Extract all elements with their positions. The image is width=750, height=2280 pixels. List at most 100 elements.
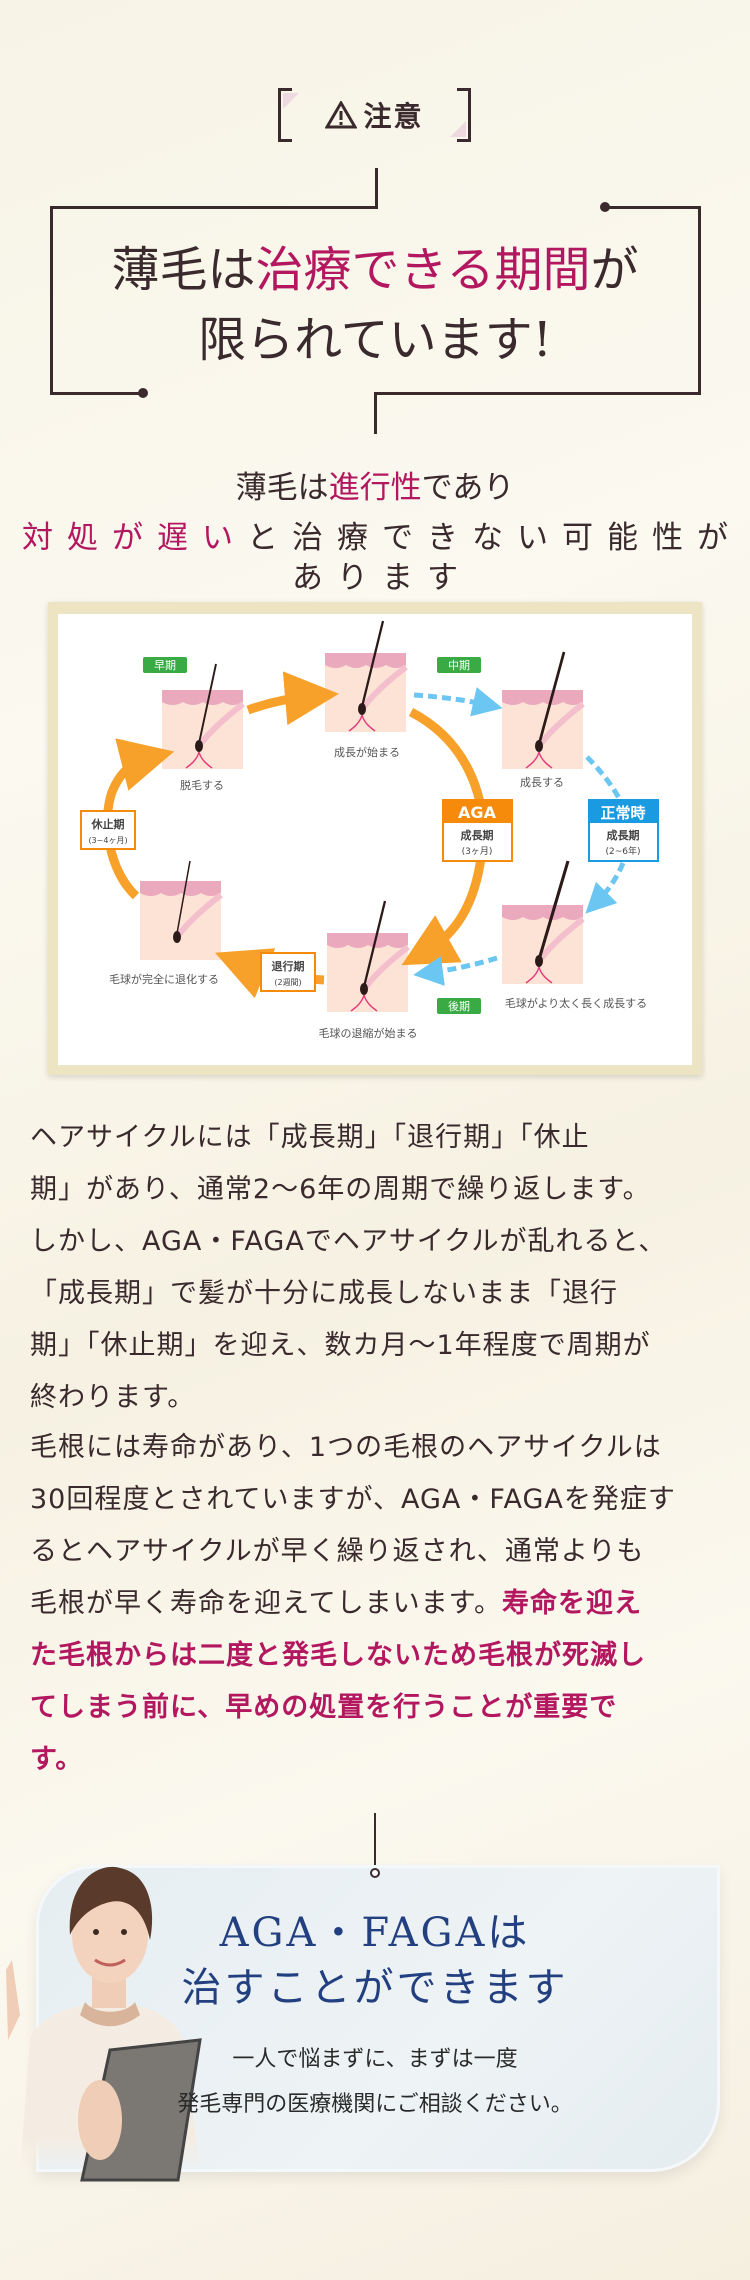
svg-text:成長期: 成長期: [461, 828, 494, 842]
emphasis-text: てしまう前に、早めの処置を行うことが重要で: [30, 1692, 618, 1723]
text-segment: ヘアサイクルには「成長期」「退行期」「休止: [30, 1122, 590, 1153]
svg-text:後期: 後期: [448, 999, 470, 1013]
connector-dot: [370, 1868, 380, 1878]
cta-sub-line2: 発毛専門の医療機関にご相談ください。: [177, 2092, 573, 2117]
text-segment: 期」「休止期」を迎え、数カ月〜1年程度で周期が: [30, 1330, 651, 1361]
badge-late: 後期: [437, 998, 481, 1014]
text-segment: 「成長期」で髪が十分に成長しないまま「退行: [30, 1278, 618, 1309]
arrow-thicker-to-shrink: [413, 955, 498, 986]
paragraph-hair-lifespan: 毛根には寿命があり、1つの毛根のヘアサイクルは 30回程度とされていますが、AGA…: [30, 1422, 730, 1786]
text-segment: 期」があり、通常2〜6年の周期で繰り返します。: [30, 1174, 651, 1205]
text-line: す。: [30, 1734, 730, 1786]
frame-line: [50, 206, 378, 209]
skin-cross-section: [140, 860, 223, 960]
badge-middle: 中期: [437, 657, 481, 673]
step-label: 毛球がより太く長く成長する: [505, 996, 647, 1010]
text-segment: しかし、AGA・FAGAでヘアサイクルが乱れると、: [30, 1226, 667, 1257]
connector-line: [375, 168, 378, 208]
skin-cross-section: [502, 651, 585, 769]
skin-cross-section: [325, 620, 408, 732]
cta-sub-line1: 一人で悩まずに、まずは一度: [232, 2047, 518, 2072]
skin-cross-section: [502, 860, 585, 984]
text-segment: 毛根が早く寿命を迎えてしまいます。: [30, 1588, 502, 1619]
bracket-accent: [450, 121, 466, 137]
svg-text:正常時: 正常時: [600, 804, 645, 822]
svg-text:(3~4ヶ月): (3~4ヶ月): [88, 836, 127, 845]
svg-text:AGA: AGA: [458, 803, 497, 822]
notice-text: 注意: [363, 100, 424, 133]
emphasis-text: た毛根からは二度と発毛しないため毛根が死滅し: [30, 1640, 646, 1671]
svg-text:退行期: 退行期: [272, 959, 305, 973]
text-segment: 薄毛は: [111, 242, 256, 298]
arrow-normal-down2: [585, 862, 626, 914]
svg-text:早期: 早期: [154, 659, 176, 672]
arrow-normal-down1: [585, 755, 623, 802]
telogen-box: 休止期 (3~4ヶ月): [80, 810, 136, 850]
text-segment: るとヘアサイクルが早く繰り返され、通常よりも: [30, 1536, 645, 1567]
text-segment: が: [590, 242, 639, 298]
text-line: た毛根からは二度と発毛しないため毛根が死滅し: [30, 1630, 730, 1682]
headline-line1: 薄毛は治療できる期間が: [50, 240, 700, 300]
svg-text:成長期: 成長期: [607, 828, 640, 842]
text-line: てしまう前に、早めの処置を行うことが重要で: [30, 1682, 730, 1734]
text-line: 終わります。: [30, 1372, 730, 1424]
normal-phase-box: 正常時 成長期 (2~6年): [588, 799, 659, 862]
text-line: 毛根には寿命があり、1つの毛根のヘアサイクルは: [30, 1422, 730, 1474]
cta-title-line1: AGA・FAGAは: [219, 1910, 531, 1956]
aga-phase-box: AGA 成長期 (3ヶ月): [442, 799, 513, 862]
svg-text:(3ヶ月): (3ヶ月): [462, 846, 493, 857]
emphasis-text: 寿命を迎え: [501, 1588, 642, 1619]
text-line: 30回程度とされていますが、AGA・FAGAを発症す: [30, 1474, 730, 1526]
subheadline-line1: 薄毛は進行性であり: [0, 468, 750, 508]
warning-icon: [325, 101, 358, 129]
text-line: 期」があり、通常2〜6年の周期で繰り返します。: [30, 1164, 730, 1216]
frame-line: [50, 392, 145, 395]
step-label: 脱毛する: [180, 778, 224, 792]
text-segment: と治療できない可能性があります: [247, 520, 742, 596]
hair-cycle-diagram: 早期 中期 後期 脱毛する 成長が始まる 成長する 毛球がより太く長く成長する …: [80, 620, 659, 1040]
text-line: 毛根が早く寿命を迎えてしまいます。寿命を迎え: [30, 1578, 730, 1630]
frame-line: [50, 206, 53, 395]
step-label: 成長が始まる: [334, 745, 400, 759]
bracket-left: [278, 88, 292, 142]
svg-text:休止期: 休止期: [91, 817, 125, 831]
emphasis-text: 対処が遅い: [22, 520, 247, 556]
text-segment: 30回程度とされていますが、AGA・FAGAを発症す: [30, 1484, 676, 1515]
text-segment: であり: [421, 470, 515, 506]
paragraph-hair-cycle: ヘアサイクルには「成長期」「退行期」「休止期」があり、通常2〜6年の周期で繰り返…: [30, 1112, 730, 1424]
text-segment: 終わります。: [30, 1382, 196, 1413]
frame-dot: [138, 388, 148, 398]
bracket-accent: [283, 93, 299, 109]
frame-line: [698, 206, 701, 395]
connector-line: [374, 1813, 376, 1865]
notice-label: 注意: [278, 88, 471, 142]
svg-text:(2週間): (2週間): [274, 978, 301, 987]
frame-dot: [600, 202, 610, 212]
doctor-photo: [6, 1866, 202, 2182]
frame-line: [605, 206, 701, 209]
emphasis-text: 進行性: [328, 470, 422, 506]
text-line: 期」「休止期」を迎え、数カ月〜1年程度で周期が: [30, 1320, 730, 1372]
svg-text:中期: 中期: [448, 659, 470, 672]
arrow-telogen-to-shedding: [103, 738, 175, 900]
text-line: ヘアサイクルには「成長期」「退行期」「休止: [30, 1112, 730, 1164]
frame-line: [374, 392, 701, 395]
arrow-growth-to-growing: [413, 687, 503, 717]
svg-text:(2~6年): (2~6年): [605, 845, 640, 857]
emphasis-text: す。: [30, 1744, 84, 1775]
step-label: 毛球が完全に退化する: [109, 972, 219, 986]
text-line: 「成長期」で髪が十分に成長しないまま「退行: [30, 1268, 730, 1320]
connector-line: [374, 392, 377, 434]
text-line: るとヘアサイクルが早く繰り返され、通常よりも: [30, 1526, 730, 1578]
skin-cross-section: [162, 663, 245, 769]
emphasis-text: 治療できる期間: [255, 242, 591, 298]
subheadline-line2: 対処が遅いと治療できない可能性があります: [0, 518, 750, 598]
catagen-box: 退行期 (2週間): [260, 952, 316, 992]
headline-line2: 限られています!: [198, 312, 552, 368]
text-line: しかし、AGA・FAGAでヘアサイクルが乱れると、: [30, 1216, 730, 1268]
cta-title-line2: 治すことができます: [181, 1965, 569, 2011]
arrow-shedding-to-growth: [246, 671, 339, 726]
skin-cross-section: [327, 900, 410, 1012]
text-segment: 薄毛は: [235, 470, 329, 506]
step-label: 毛球の退縮が始まる: [319, 1026, 418, 1040]
